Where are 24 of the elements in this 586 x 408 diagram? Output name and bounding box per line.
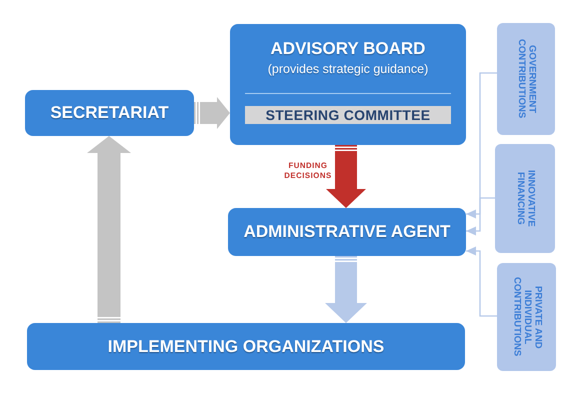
vertical-label: PRIVATE AND INDIVIDUAL CONTRIBUTIONS [510,276,542,359]
source-box [497,263,556,371]
process-box [230,24,466,145]
source-box [495,144,555,253]
box-title: ADVISORY BOARD [270,39,426,59]
connector-arrow [466,72,497,218]
box-subtitle: (provides strategic guidance) [268,61,428,77]
process-box [228,208,466,256]
connector-arrow [466,197,495,236]
vertical-label: GOVERNMENT CONTRIBUTIONS [516,38,536,121]
banner-label: STEERING COMMITTEE [266,106,430,124]
process-box [27,323,465,370]
connector-arrow [466,246,497,317]
vertical-label: INNOVATIVE FINANCING [514,169,536,229]
banner-bar [245,106,451,124]
block-arrow [325,256,367,323]
box-title: IMPLEMENTING ORGANIZATIONS [108,336,384,356]
block-arrow [87,136,131,323]
box-title: SECRETARIAT [50,103,169,123]
block-arrow [326,145,366,208]
process-box [25,90,194,136]
source-box [497,23,555,135]
box-title: ADMINISTRATIVE AGENT [244,222,450,242]
block-arrow [194,97,230,129]
